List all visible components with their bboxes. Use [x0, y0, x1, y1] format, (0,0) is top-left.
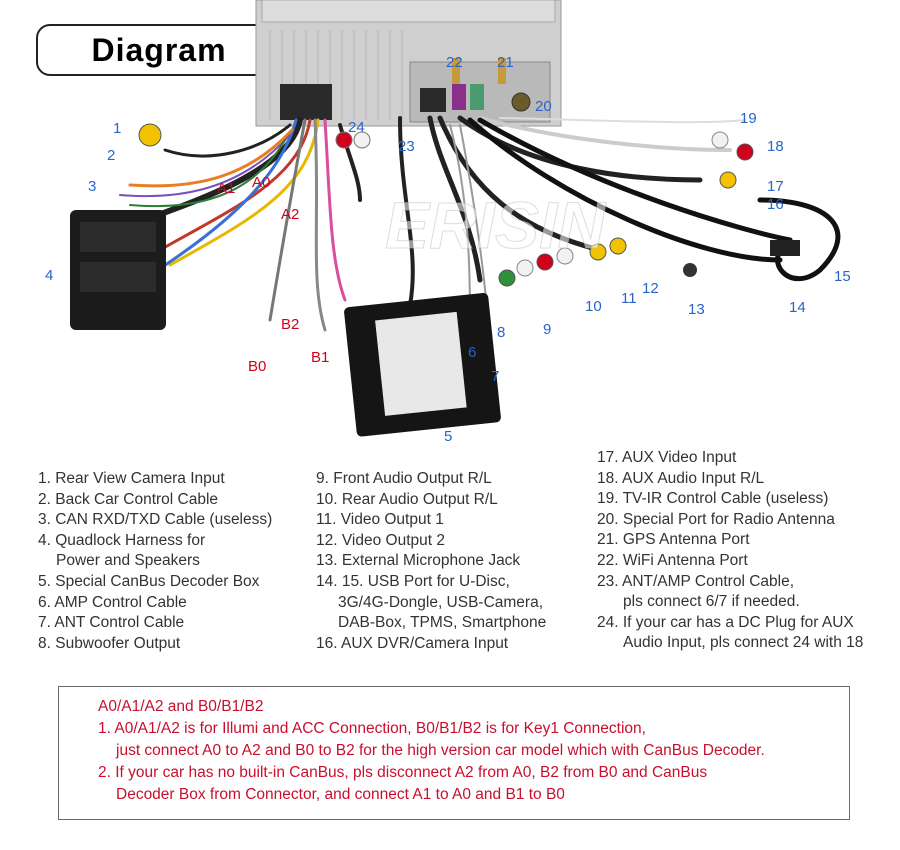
legend-item: 20. Special Port for Radio Antenna — [597, 510, 835, 528]
callout-10: 10 — [585, 298, 602, 315]
callout-8: 8 — [497, 324, 505, 341]
callout-18: 18 — [767, 138, 784, 155]
callout-13: 13 — [688, 301, 705, 318]
callout-a2: A2 — [281, 206, 299, 223]
callout-b0: B0 — [248, 358, 266, 375]
callout-15: 15 — [834, 268, 851, 285]
note-line-1: 1. A0/A1/A2 is for Illumi and ACC Connec… — [98, 720, 646, 737]
legend-item: 21. GPS Antenna Port — [597, 531, 750, 549]
head-unit-chassis — [255, 0, 562, 127]
callout-a0: A0 — [252, 174, 270, 191]
callout-17: 17 — [767, 178, 784, 195]
callout-a1: A1 — [217, 180, 235, 197]
legend-item: 13. External Microphone Jack — [316, 552, 521, 570]
rca-plug-group — [138, 123, 800, 287]
legend-item: 17. AUX Video Input — [597, 449, 737, 466]
callout-9: 9 — [543, 321, 551, 338]
callout-1: 1 — [113, 120, 121, 137]
legend-item: 8. Subwoofer Output — [38, 634, 181, 652]
legend-item-continuation: Power and Speakers — [56, 552, 200, 570]
legend-item: 23. ANT/AMP Control Cable, — [597, 572, 794, 590]
callout-3: 3 — [88, 178, 96, 195]
callout-14: 14 — [789, 299, 806, 316]
callout-21: 21 — [497, 54, 514, 71]
canbus-decoder-box — [344, 293, 501, 437]
legend-item-continuation: Audio Input, pls connect 24 with 18 — [623, 634, 864, 652]
callout-19: 19 — [740, 110, 757, 127]
legend-item-continuation: pls connect 6/7 if needed. — [623, 593, 800, 611]
legend-item: 5. Special CanBus Decoder Box — [38, 572, 260, 590]
callout-2: 2 — [107, 147, 115, 164]
legend-item: 7. ANT Control Cable — [38, 614, 185, 632]
legend-item: 14. 15. USB Port for U-Disc, — [316, 572, 510, 590]
callout-7: 7 — [491, 368, 499, 385]
watermark-logo: ERISIN — [385, 188, 606, 262]
callout-4: 4 — [45, 267, 53, 284]
callout-5: 5 — [444, 428, 452, 445]
note-box — [58, 686, 850, 820]
diagram-title-badge: Diagram — [36, 24, 282, 76]
legend-column-3: 17. AUX Video Input 18. AUX Audio Input … — [597, 448, 863, 654]
legend-item: 11. Video Output 1 — [316, 511, 444, 529]
legend-column-2: 9. Front Audio Output R/L 10. Rear Audio… — [316, 469, 546, 654]
callout-16: 16 — [767, 196, 784, 213]
callout-b2: B2 — [281, 316, 299, 333]
callout-23: 23 — [398, 138, 415, 155]
legend-item: 4. Quadlock Harness for — [38, 531, 206, 549]
legend-item: 9. Front Audio Output R/L — [316, 470, 492, 487]
callout-6: 6 — [468, 344, 476, 361]
legend-item: 10. Rear Audio Output R/L — [316, 490, 498, 508]
note-heading: A0/A1/A2 and B0/B1/B2 — [98, 698, 264, 715]
legend-item: 3. CAN RXD/TXD Cable (useless) — [38, 511, 273, 529]
note-line-2: 2. If your car has no built-in CanBus, p… — [98, 764, 708, 781]
quadlock-harness — [70, 210, 166, 330]
legend-item: 19. TV-IR Control Cable (useless) — [597, 490, 829, 508]
legend-item: 1. Rear View Camera Input — [38, 470, 225, 487]
legend-item: 16. AUX DVR/Camera Input — [316, 634, 509, 652]
diagram-title: Diagram — [91, 32, 227, 68]
callout-11: 11 — [621, 290, 637, 307]
legend-item-continuation: 3G/4G-Dongle, USB-Camera, — [338, 593, 544, 611]
legend-item: 22. WiFi Antenna Port — [597, 551, 748, 569]
legend-column-1: 1. Rear View Camera Input 2. Back Car Co… — [38, 469, 272, 654]
note-line-1-cont: just connect A0 to A2 and B0 to B2 for t… — [116, 742, 765, 759]
legend-item-continuation: DAB-Box, TPMS, Smartphone — [338, 614, 547, 632]
callout-22: 22 — [446, 54, 463, 71]
legend-item: 6. AMP Control Cable — [38, 593, 187, 611]
callout-12: 12 — [642, 280, 659, 297]
legend-item: 18. AUX Audio Input R/L — [597, 469, 765, 487]
connection-notes: A0/A1/A2 and B0/B1/B2 1. A0/A1/A2 is for… — [98, 696, 765, 806]
cable-bundle — [119, 115, 841, 346]
legend-item: 24. If your car has a DC Plug for AUX — [597, 613, 854, 631]
legend-item: 2. Back Car Control Cable — [38, 490, 219, 508]
callout-b1: B1 — [311, 349, 329, 366]
callout-24: 24 — [348, 119, 365, 136]
callout-20: 20 — [535, 98, 552, 115]
legend-item: 12. Video Output 2 — [316, 531, 445, 549]
note-line-2-cont: Decoder Box from Connector, and connect … — [116, 786, 565, 803]
wiring-harness-diagram: ERISIN 1 2 3 4 5 6 7 8 9 10 11 12 13 14 … — [45, 0, 851, 445]
